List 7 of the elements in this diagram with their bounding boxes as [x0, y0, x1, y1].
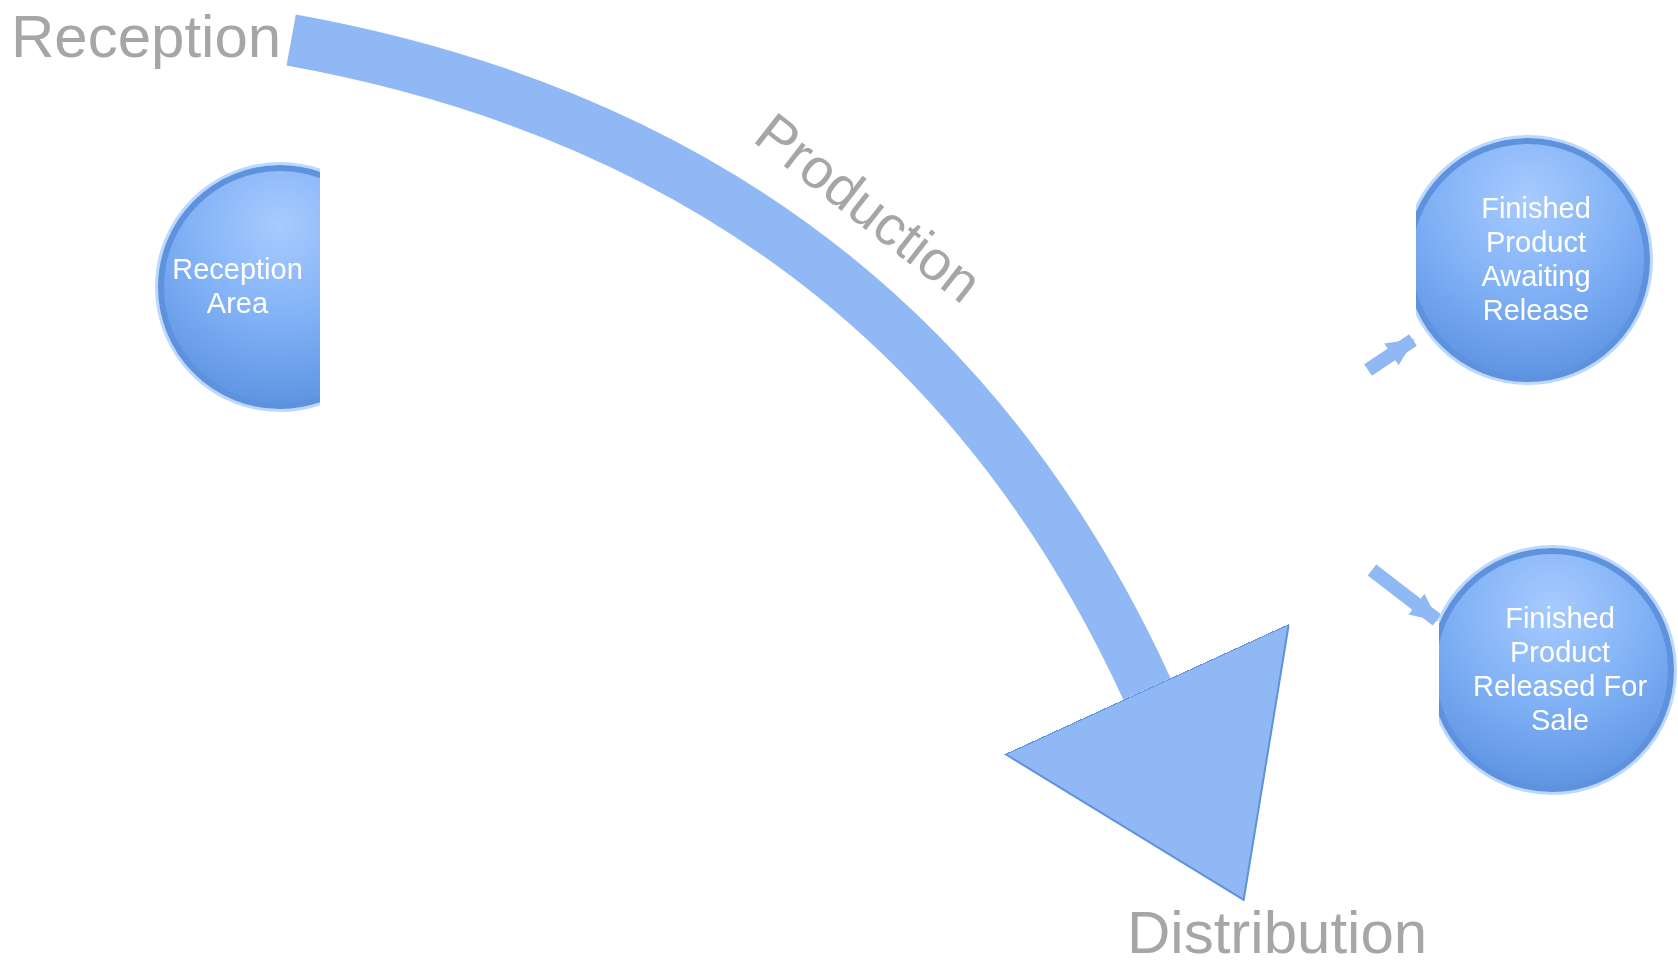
stage-heading: Reception — [11, 2, 282, 71]
arrow — [1367, 564, 1442, 626]
stage-label: Finished Product Awaiting Release — [1480, 192, 1592, 328]
stage-label: Reception Area — [171, 253, 304, 321]
arrow — [1364, 334, 1417, 376]
stage-heading: Distribution — [1127, 898, 1428, 967]
stage-label: Finished Product Released For Sale — [1471, 602, 1649, 738]
